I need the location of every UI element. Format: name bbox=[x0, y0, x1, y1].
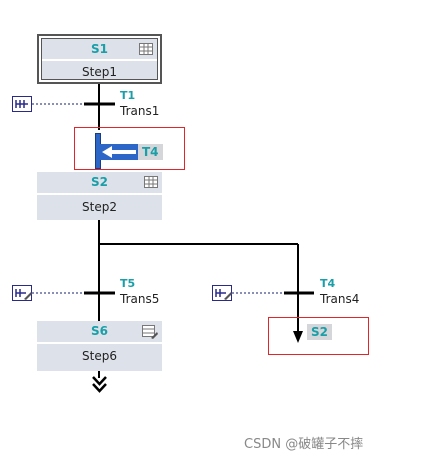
highlight-box-jump-s2 bbox=[268, 317, 369, 355]
step-name: Step1 bbox=[82, 65, 117, 79]
transition-number-t5: T5 bbox=[120, 277, 136, 290]
step-name: Step2 bbox=[82, 200, 117, 214]
condition-edit-icon[interactable] bbox=[212, 285, 232, 301]
step-s1[interactable]: S1 Step1 bbox=[37, 34, 162, 84]
transition-number-t4: T4 bbox=[320, 277, 336, 290]
step-table-icon bbox=[144, 176, 158, 188]
condition-edit-icon[interactable] bbox=[12, 285, 32, 301]
transition-number-t1: T1 bbox=[120, 89, 136, 102]
step-number: S1 bbox=[91, 42, 108, 56]
double-chevron-down-icon bbox=[92, 376, 107, 393]
highlight-box-jump-t4 bbox=[74, 127, 185, 170]
jump-label-t4: T4 bbox=[138, 144, 163, 160]
step-name: Step6 bbox=[82, 349, 117, 363]
watermark: CSDN @破罐子不摔 bbox=[244, 437, 364, 452]
step-s6[interactable]: S6 Step6 bbox=[37, 321, 162, 371]
step-s2[interactable]: S2 Step2 bbox=[37, 172, 162, 220]
step-table-icon bbox=[139, 43, 153, 55]
step-number: S6 bbox=[91, 324, 108, 338]
jump-to-t4[interactable] bbox=[100, 144, 138, 160]
arrow-left-icon bbox=[102, 146, 136, 158]
transition-name-t1: Trans1 bbox=[120, 104, 160, 118]
step-table-edit-icon bbox=[142, 325, 158, 339]
condition-icon[interactable] bbox=[12, 96, 32, 112]
jump-to-s2[interactable]: S2 bbox=[307, 324, 332, 340]
transition-name-t5: Trans5 bbox=[120, 292, 160, 306]
step-number: S2 bbox=[91, 175, 108, 189]
transition-name-t4: Trans4 bbox=[320, 292, 360, 306]
